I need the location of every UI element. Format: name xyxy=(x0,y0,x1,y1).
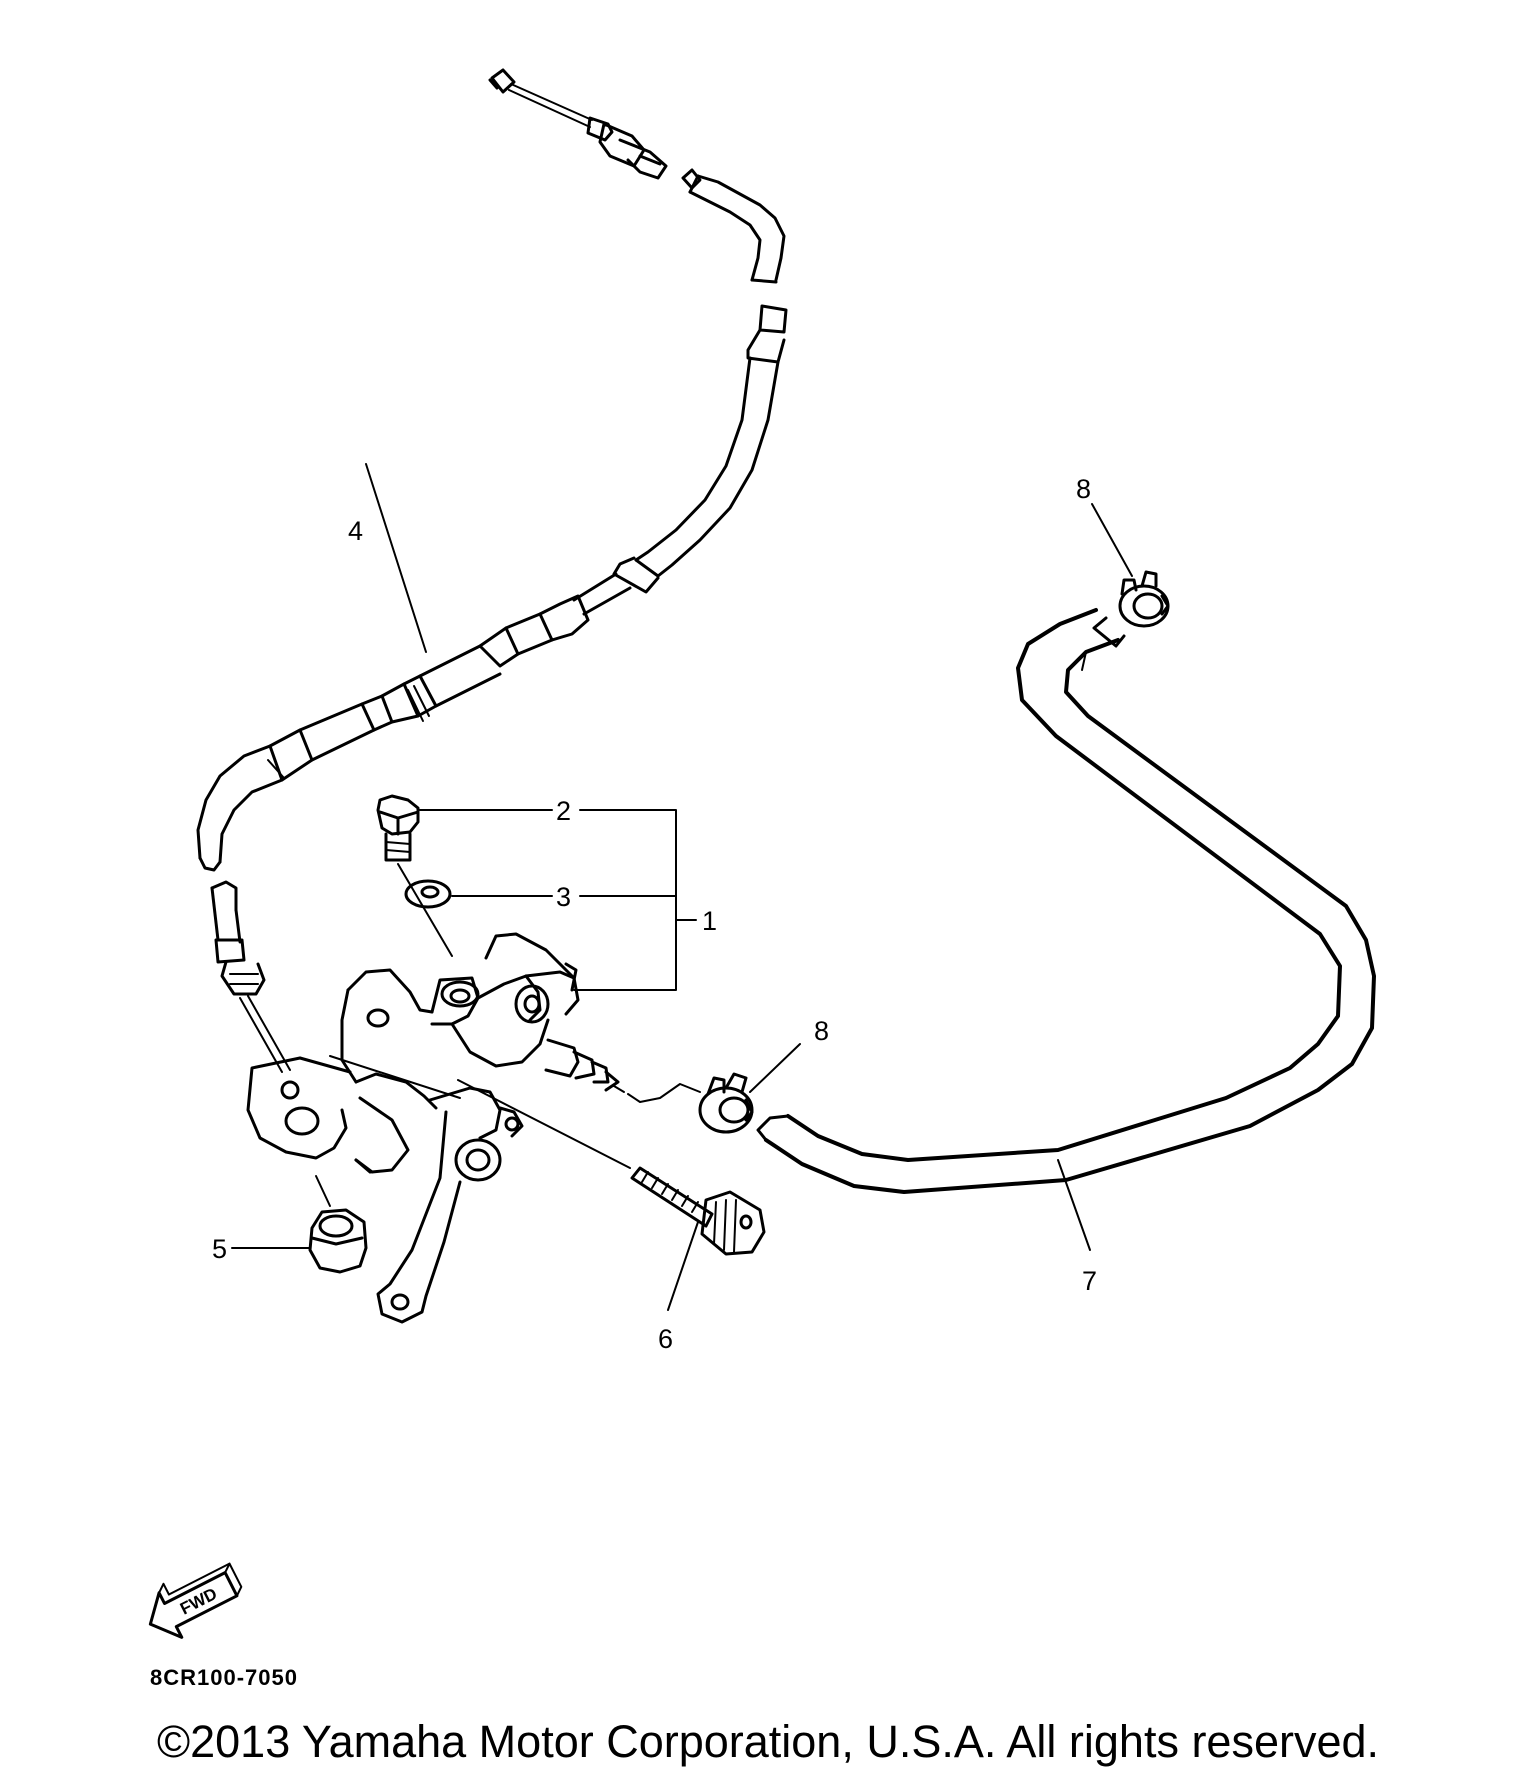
callout-4: 4 xyxy=(348,516,363,546)
nut-part-5 xyxy=(308,1175,368,1274)
screw-part-6 xyxy=(457,1079,766,1256)
callout-7: 7 xyxy=(1082,1266,1097,1296)
leader-lines xyxy=(231,463,1133,1311)
bolt-part-2 xyxy=(376,794,453,957)
callout-1: 1 xyxy=(702,906,717,936)
cable-adjuster xyxy=(267,572,632,782)
callout-8-lower: 8 xyxy=(814,1016,829,1046)
callout-6: 6 xyxy=(658,1324,673,1354)
cable-top-end xyxy=(488,68,668,180)
hose-clip-lower xyxy=(698,1072,754,1134)
callout-5: 5 xyxy=(212,1234,227,1264)
oil-hose-part-7 xyxy=(756,608,1376,1194)
forward-arrow-icon: FWD xyxy=(148,1562,243,1639)
washer-part-3 xyxy=(404,879,452,909)
callout-2: 2 xyxy=(556,796,571,826)
cable-bottom-end xyxy=(210,880,291,1073)
cable-main-sheath xyxy=(612,304,788,594)
fwd-label: FWD xyxy=(177,1584,220,1619)
cable-lower-sheath xyxy=(196,744,284,872)
diagram-code: 8CR100-7050 xyxy=(150,1665,298,1690)
cable-upper-sheath xyxy=(681,168,786,284)
hose-clip-upper xyxy=(1118,570,1170,628)
oil-pump-assembly xyxy=(246,932,620,1324)
copyright-notice: ©2013 Yamaha Motor Corporation, U.S.A. A… xyxy=(156,1716,1380,1767)
callout-8-upper: 8 xyxy=(1076,474,1091,504)
callout-3: 3 xyxy=(556,882,571,912)
throttle-cable xyxy=(196,68,788,1073)
